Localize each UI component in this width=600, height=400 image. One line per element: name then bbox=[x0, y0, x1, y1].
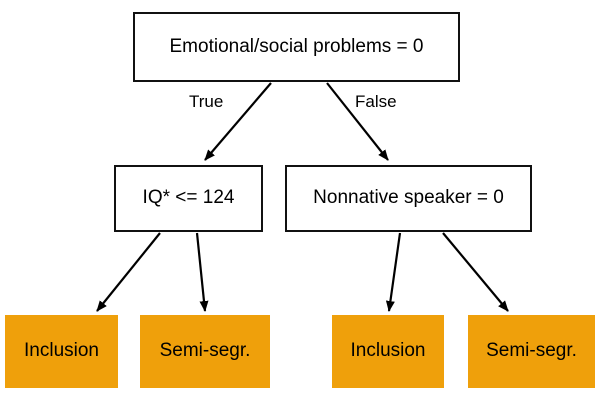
leaf-node-semi-segr-right[interactable]: Semi-segr. bbox=[468, 315, 595, 388]
leaf-node-semi-segr-left[interactable]: Semi-segr. bbox=[140, 315, 270, 388]
edge-nonnative-to-leaf-2 bbox=[385, 232, 402, 312]
leaf-node-inclusion-right[interactable]: Inclusion bbox=[332, 315, 444, 388]
decision-node-nonnative[interactable]: Nonnative speaker = 0 bbox=[285, 165, 532, 232]
leaf-node-inclusion-left[interactable]: Inclusion bbox=[5, 315, 118, 388]
decision-node-iq[interactable]: IQ* <= 124 bbox=[114, 165, 263, 232]
decision-node-root[interactable]: Emotional/social problems = 0 bbox=[133, 12, 460, 82]
edge-label-true: True bbox=[189, 92, 224, 111]
edge-iq-to-leaf-1 bbox=[195, 232, 209, 312]
edge-label-false: False bbox=[355, 92, 397, 111]
edge-nonnative-to-leaf-3 bbox=[442, 232, 509, 312]
edge-iq-to-leaf-0 bbox=[96, 232, 161, 312]
